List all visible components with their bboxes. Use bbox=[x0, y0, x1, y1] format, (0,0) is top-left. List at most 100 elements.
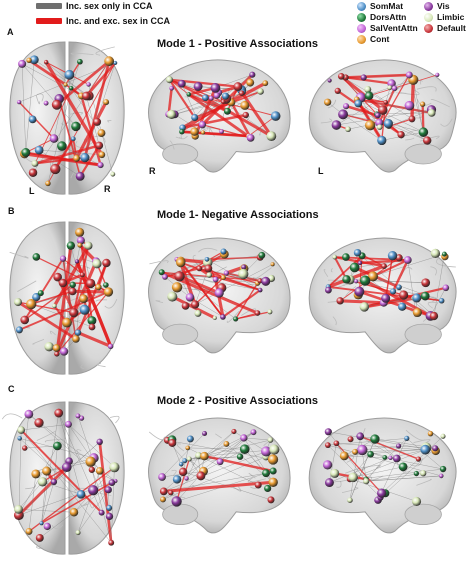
edge-red bbox=[28, 59, 67, 86]
gyrus-line bbox=[198, 247, 218, 253]
edge-red bbox=[97, 262, 108, 288]
edge-red bbox=[58, 98, 81, 177]
node-sphere bbox=[411, 496, 422, 507]
node-sphere bbox=[221, 92, 230, 100]
node-sphere bbox=[77, 58, 83, 65]
node-sphere bbox=[95, 467, 104, 475]
node-sphere bbox=[196, 471, 206, 481]
node-sphere bbox=[85, 278, 96, 289]
gyrus-line bbox=[76, 449, 82, 460]
node-sphere bbox=[377, 105, 388, 115]
edge-gray bbox=[198, 455, 259, 486]
node-sphere bbox=[269, 467, 277, 475]
node-sphere bbox=[352, 448, 359, 455]
gyrus-line bbox=[332, 316, 337, 326]
node-sphere bbox=[214, 288, 224, 298]
node-sphere bbox=[76, 490, 86, 499]
panel-title-a: Mode 1 - Positive Associations bbox=[157, 38, 318, 50]
node-sphere bbox=[31, 160, 39, 167]
node-sphere bbox=[213, 92, 221, 99]
edge-gray bbox=[66, 245, 72, 323]
edge-gray bbox=[356, 99, 424, 133]
node-sphere bbox=[29, 55, 39, 65]
edge-red bbox=[30, 290, 73, 305]
node-sphere bbox=[413, 470, 420, 477]
brain-a-left-lateral bbox=[308, 59, 457, 173]
node-sphere bbox=[184, 476, 189, 481]
node-sphere bbox=[105, 512, 114, 521]
node-sphere bbox=[88, 323, 96, 331]
gyrus-line bbox=[109, 415, 120, 424]
node-sphere bbox=[429, 311, 439, 321]
edge-gray bbox=[28, 473, 37, 532]
legend-dot-default bbox=[424, 24, 433, 33]
node-sphere bbox=[85, 456, 96, 467]
node-sphere bbox=[75, 227, 85, 237]
edge-gray bbox=[374, 438, 397, 459]
node-sphere bbox=[257, 287, 263, 293]
node-sphere bbox=[193, 82, 203, 91]
edge-gray bbox=[204, 431, 235, 457]
node-sphere bbox=[377, 488, 387, 498]
gyrus-line bbox=[336, 480, 342, 488]
node-sphere bbox=[262, 80, 269, 87]
edge-gray bbox=[46, 61, 87, 97]
edge-gray bbox=[223, 101, 272, 137]
node-sphere bbox=[239, 444, 250, 454]
node-sphere bbox=[75, 171, 85, 181]
gyrus-line bbox=[436, 257, 456, 268]
node-sphere bbox=[177, 79, 186, 88]
node-sphere bbox=[63, 82, 68, 87]
edge-gray bbox=[18, 430, 22, 516]
node-sphere bbox=[20, 315, 30, 325]
node-sphere bbox=[86, 82, 91, 87]
node-sphere bbox=[185, 445, 191, 451]
node-sphere bbox=[159, 487, 168, 496]
node-sphere bbox=[348, 472, 358, 483]
node-sphere bbox=[181, 302, 190, 310]
edge-gray bbox=[42, 481, 82, 495]
node-sphere bbox=[88, 466, 96, 473]
node-sphere bbox=[200, 451, 209, 461]
edge-red bbox=[72, 289, 109, 294]
node-sphere bbox=[220, 99, 226, 104]
node-sphere bbox=[25, 527, 33, 535]
gyrus-line bbox=[35, 94, 41, 105]
edge-red bbox=[340, 299, 384, 305]
brain-c-top-view bbox=[1, 401, 125, 555]
legend-net-cont: Cont bbox=[370, 34, 390, 44]
node-sphere bbox=[396, 284, 402, 291]
node-sphere bbox=[113, 60, 118, 66]
node-sphere bbox=[107, 343, 114, 350]
node-sphere bbox=[82, 91, 91, 101]
node-sphere bbox=[242, 111, 249, 119]
gyrus-line bbox=[36, 430, 56, 441]
node-sphere bbox=[57, 141, 67, 151]
gyrus-line bbox=[215, 433, 222, 439]
node-sphere bbox=[202, 94, 209, 102]
edge-gray bbox=[32, 61, 110, 173]
node-sphere bbox=[382, 455, 388, 460]
node-sphere bbox=[261, 276, 271, 286]
node-sphere bbox=[435, 72, 440, 77]
edge-red bbox=[359, 435, 419, 460]
node-sphere bbox=[398, 302, 407, 311]
node-sphere bbox=[68, 287, 77, 296]
node-sphere bbox=[31, 469, 41, 479]
node-sphere bbox=[420, 470, 427, 477]
legend-dot-vis bbox=[424, 2, 433, 11]
node-sphere bbox=[257, 278, 263, 284]
node-sphere bbox=[21, 148, 31, 157]
edge-red bbox=[167, 88, 173, 115]
node-sphere bbox=[325, 478, 334, 488]
node-sphere bbox=[76, 236, 85, 245]
node-sphere bbox=[52, 344, 61, 352]
edge-gray bbox=[19, 62, 116, 103]
edge-gray bbox=[62, 258, 77, 339]
node-sphere bbox=[439, 465, 447, 473]
edge-gray bbox=[186, 455, 199, 479]
edge-gray bbox=[366, 457, 386, 482]
node-sphere bbox=[196, 265, 203, 272]
node-sphere bbox=[43, 522, 51, 531]
node-sphere bbox=[97, 161, 104, 169]
